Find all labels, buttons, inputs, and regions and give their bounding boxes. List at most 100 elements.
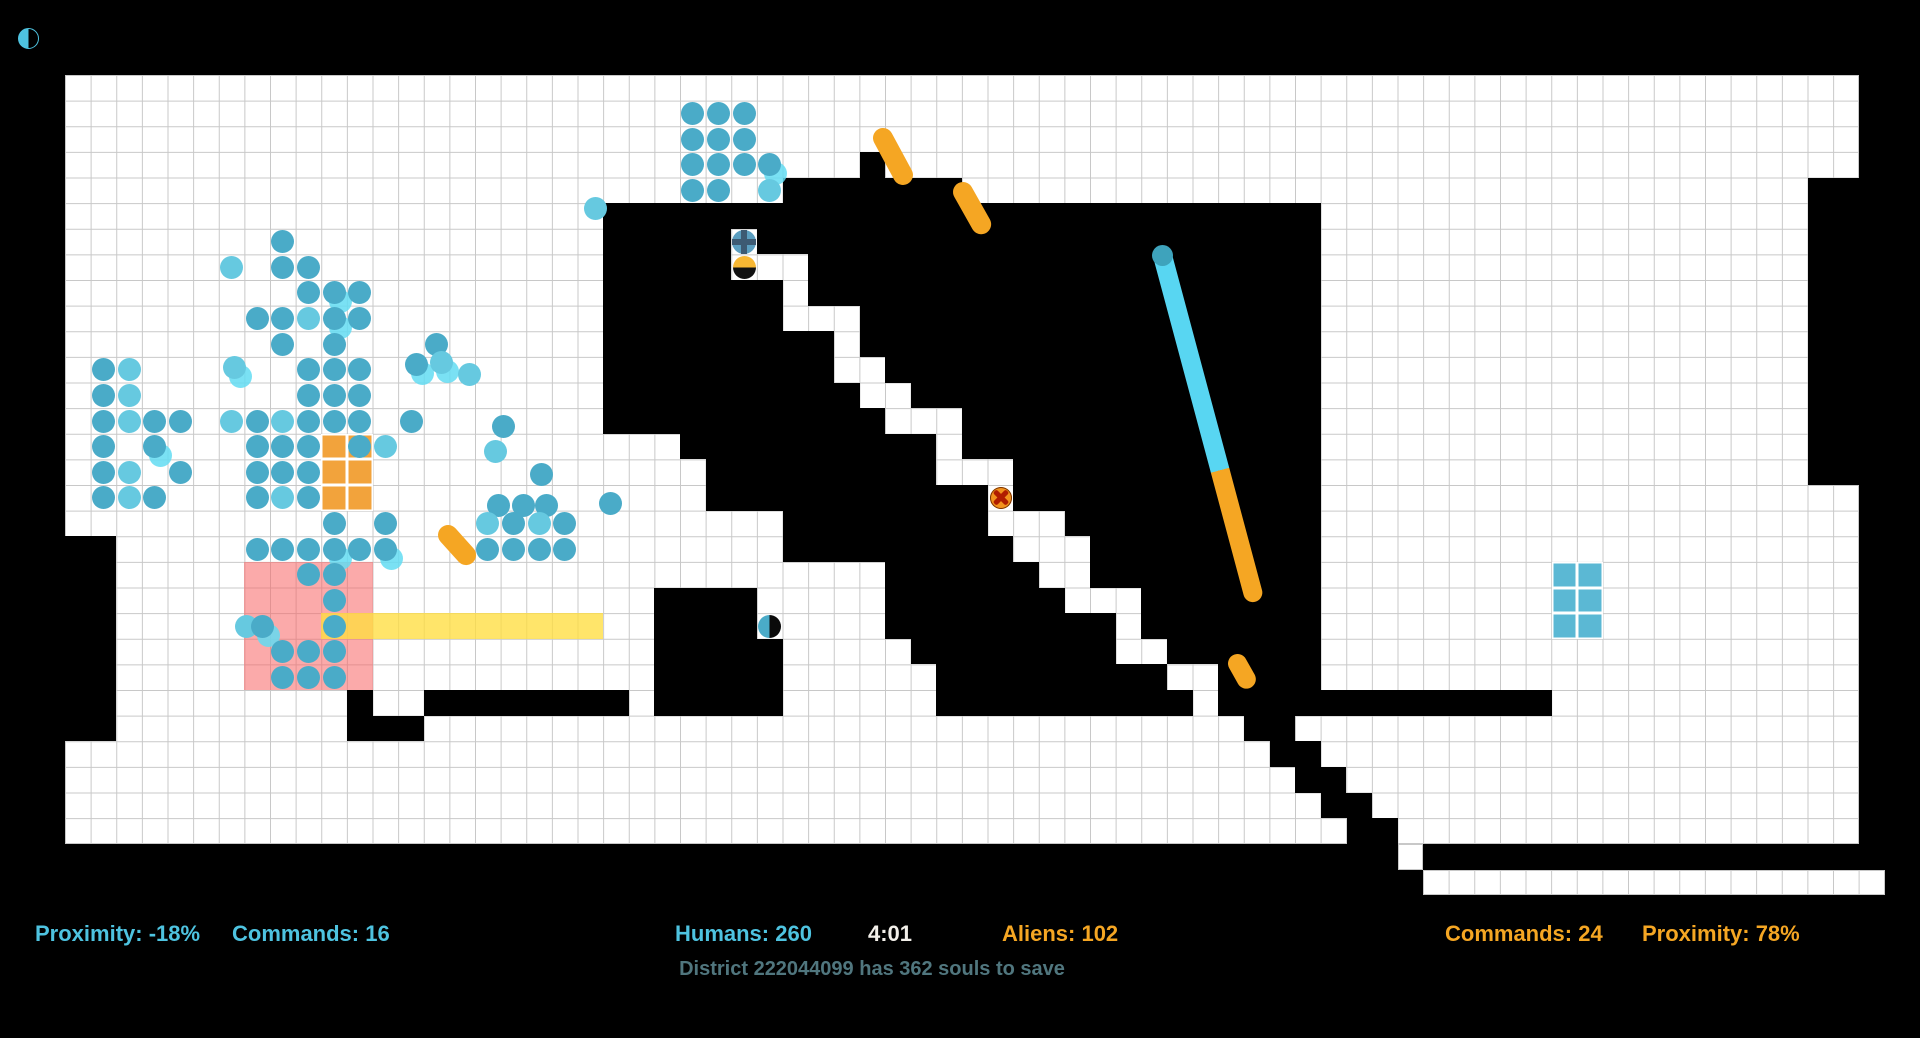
human-dot[interactable] xyxy=(322,332,346,356)
human-dot[interactable] xyxy=(732,101,756,125)
human-dot[interactable] xyxy=(476,512,500,536)
human-dot[interactable] xyxy=(296,383,320,407)
human-dot[interactable] xyxy=(296,435,320,459)
alien-base-cell[interactable] xyxy=(321,485,347,511)
command-path-zone[interactable] xyxy=(321,613,604,639)
human-dot[interactable] xyxy=(271,230,295,254)
human-dot[interactable] xyxy=(322,512,346,536)
human-dot[interactable] xyxy=(681,101,705,125)
human-dot[interactable] xyxy=(373,537,397,561)
walkable-cell[interactable] xyxy=(1397,843,1424,870)
human-dot[interactable] xyxy=(502,512,526,536)
alien-entering-hole[interactable] xyxy=(732,255,756,279)
human-dot[interactable] xyxy=(271,409,295,433)
human-dot[interactable] xyxy=(348,358,372,382)
human-dot[interactable] xyxy=(681,178,705,202)
human-dot[interactable] xyxy=(512,494,536,518)
human-dot[interactable] xyxy=(476,537,500,561)
human-dot[interactable] xyxy=(348,306,372,330)
human-dot[interactable] xyxy=(681,127,705,151)
human-dot[interactable] xyxy=(296,460,320,484)
human-dot[interactable] xyxy=(707,101,731,125)
human-dot[interactable] xyxy=(373,435,397,459)
human-dot[interactable] xyxy=(732,153,756,177)
human-dot[interactable] xyxy=(707,153,731,177)
alien-base-cell[interactable] xyxy=(321,459,347,486)
human-dot[interactable] xyxy=(373,512,397,536)
blocked-cross-unit[interactable] xyxy=(989,486,1012,509)
human-dot[interactable] xyxy=(599,491,623,515)
human-dot[interactable] xyxy=(296,306,320,330)
human-dot[interactable] xyxy=(322,588,346,612)
human-dot[interactable] xyxy=(168,460,192,484)
human-dot[interactable] xyxy=(530,463,554,487)
human-dot[interactable] xyxy=(117,460,141,484)
human-base-cell[interactable] xyxy=(1577,613,1603,639)
human-dot[interactable] xyxy=(271,640,295,664)
human-dot[interactable] xyxy=(527,512,551,536)
human-dot[interactable] xyxy=(681,153,705,177)
human-dot[interactable] xyxy=(91,486,115,510)
human-dot[interactable] xyxy=(486,494,510,518)
human-dot[interactable] xyxy=(348,383,372,407)
human-dot[interactable] xyxy=(404,353,428,377)
human-dot[interactable] xyxy=(758,178,782,202)
human-dot[interactable] xyxy=(245,306,269,330)
human-dot[interactable] xyxy=(732,127,756,151)
human-dot[interactable] xyxy=(296,486,320,510)
human-dot[interactable] xyxy=(322,358,346,382)
human-dot[interactable] xyxy=(296,537,320,561)
human-dot[interactable] xyxy=(322,281,346,305)
human-dot[interactable] xyxy=(91,435,115,459)
human-dot[interactable] xyxy=(527,537,551,561)
human-dot[interactable] xyxy=(117,486,141,510)
human-dot[interactable] xyxy=(117,383,141,407)
human-dot[interactable] xyxy=(348,435,372,459)
human-dot[interactable] xyxy=(271,306,295,330)
human-dot[interactable] xyxy=(322,614,346,638)
human-entering-hole[interactable] xyxy=(758,614,782,638)
human-dot[interactable] xyxy=(296,640,320,664)
human-base-cell[interactable] xyxy=(1551,561,1578,588)
human-dot[interactable] xyxy=(271,435,295,459)
human-dot[interactable] xyxy=(245,435,269,459)
human-dot[interactable] xyxy=(322,640,346,664)
human-dot[interactable] xyxy=(348,409,372,433)
human-dot[interactable] xyxy=(271,537,295,561)
human-dot[interactable] xyxy=(296,281,320,305)
human-dot[interactable] xyxy=(271,665,295,689)
human-dot[interactable] xyxy=(502,537,526,561)
human-dot[interactable] xyxy=(220,255,244,279)
human-dot[interactable] xyxy=(271,255,295,279)
human-dot[interactable] xyxy=(348,281,372,305)
human-dot[interactable] xyxy=(117,358,141,382)
human-dot[interactable] xyxy=(143,486,167,510)
human-dot[interactable] xyxy=(707,178,731,202)
human-dot[interactable] xyxy=(143,409,167,433)
human-dot[interactable] xyxy=(322,306,346,330)
human-dot[interactable] xyxy=(250,614,274,638)
human-base-cell[interactable] xyxy=(1551,613,1578,639)
human-dot[interactable] xyxy=(458,363,482,387)
human-dot[interactable] xyxy=(322,665,346,689)
alien-base-cell[interactable] xyxy=(346,459,373,486)
human-dot[interactable] xyxy=(322,383,346,407)
pause-icon[interactable] xyxy=(17,27,39,49)
human-dot[interactable] xyxy=(222,355,246,379)
alien-base-cell[interactable] xyxy=(321,433,347,460)
human-dot[interactable] xyxy=(117,409,141,433)
human-dot[interactable] xyxy=(271,332,295,356)
human-dot[interactable] xyxy=(491,414,515,438)
human-dot[interactable] xyxy=(91,383,115,407)
human-dot[interactable] xyxy=(245,409,269,433)
human-dot[interactable] xyxy=(168,409,192,433)
human-dot[interactable] xyxy=(348,537,372,561)
human-dot[interactable] xyxy=(143,435,167,459)
alien-base-cell[interactable] xyxy=(346,485,373,511)
human-dot[interactable] xyxy=(553,537,577,561)
human-dot[interactable] xyxy=(296,665,320,689)
human-dot[interactable] xyxy=(758,153,782,177)
human-dot[interactable] xyxy=(425,332,449,356)
human-dot[interactable] xyxy=(399,409,423,433)
human-dot[interactable] xyxy=(584,196,608,220)
